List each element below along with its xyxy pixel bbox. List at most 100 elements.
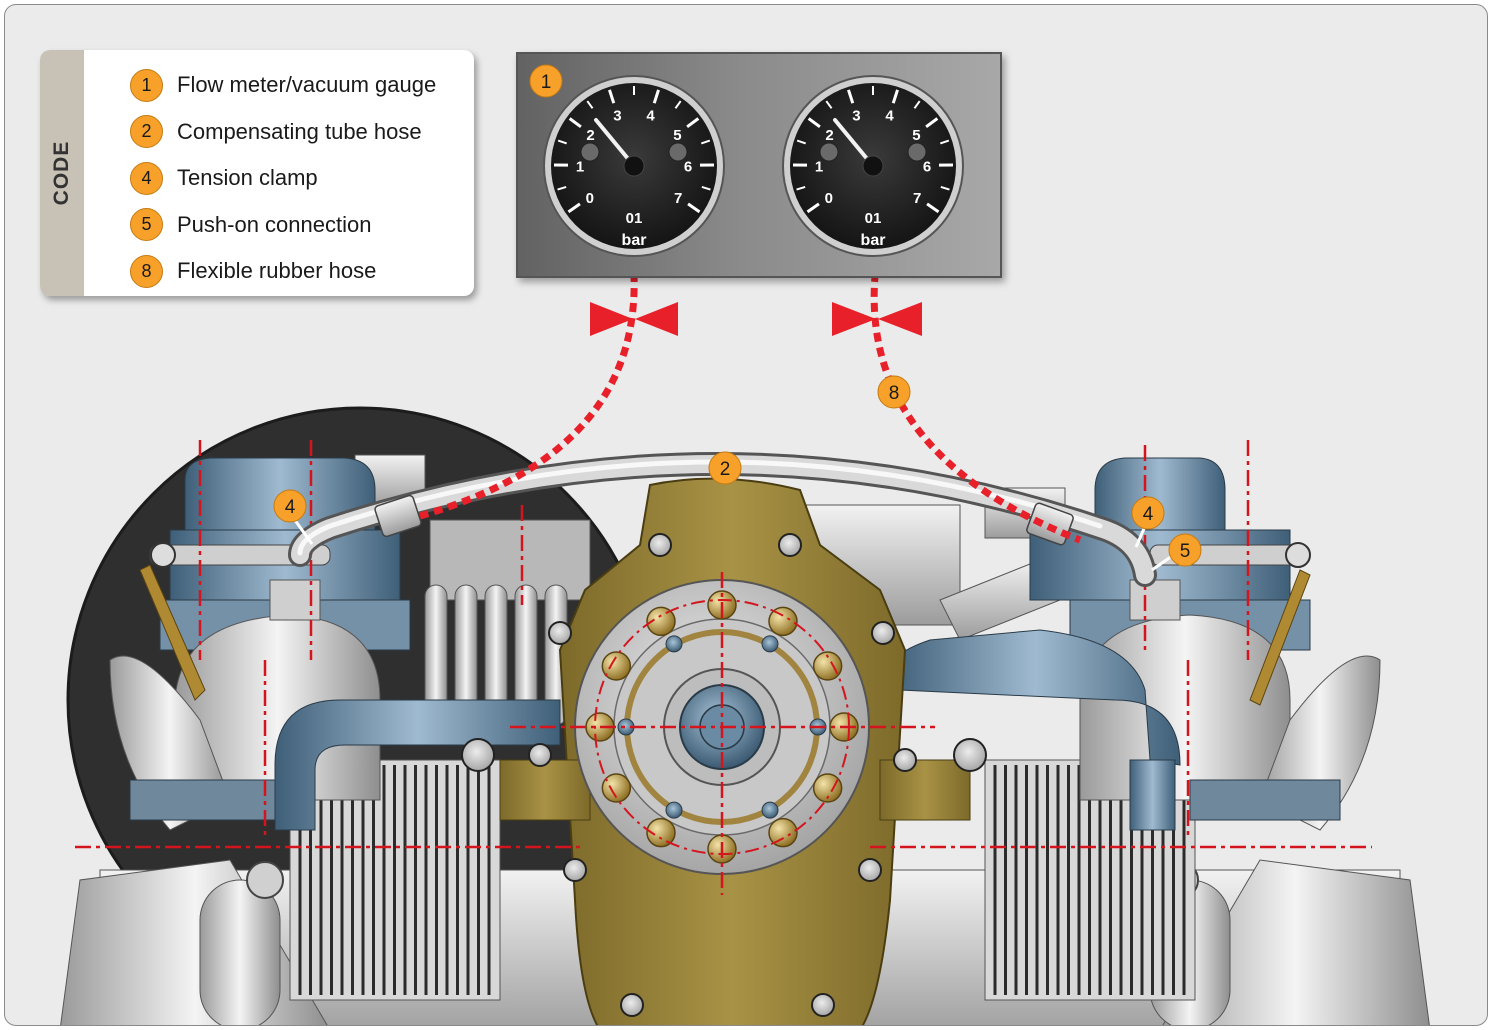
flange-stud bbox=[761, 801, 779, 819]
gauge-tick bbox=[940, 185, 950, 191]
callout-gauge-panel: 1 bbox=[529, 64, 563, 98]
gauge-scale-label: 1 bbox=[815, 158, 823, 175]
legend-list: 1 Flow meter/vacuum gauge 2 Compensating… bbox=[130, 62, 436, 295]
gauge-tick bbox=[568, 117, 582, 129]
gauge-tick bbox=[701, 185, 711, 191]
legend-item: 5 Push-on connection bbox=[130, 202, 436, 249]
left-exhaust-pipe bbox=[274, 699, 561, 831]
callout-clamp-left-label: 4 bbox=[285, 497, 296, 518]
gauge-tick bbox=[557, 139, 568, 145]
gauge-tick bbox=[687, 202, 701, 214]
legend-label: Tension clamp bbox=[177, 165, 318, 191]
gauge-tick bbox=[674, 100, 682, 109]
gauge-scale-label: 3 bbox=[852, 108, 860, 125]
gauge-tick bbox=[796, 139, 807, 145]
legend-item: 2 Compensating tube hose bbox=[130, 109, 436, 156]
gauge-tick bbox=[925, 117, 939, 129]
shutoff-valve-markers bbox=[590, 302, 922, 336]
legend-code-badge: 5 bbox=[130, 208, 163, 242]
gauge-screw bbox=[907, 142, 927, 162]
gauge-tick bbox=[806, 202, 820, 214]
gauge-scale-label: 6 bbox=[923, 158, 931, 175]
gauge-tick bbox=[807, 117, 821, 129]
left-cylinder-assembly bbox=[109, 457, 411, 831]
gauge-tick bbox=[847, 89, 855, 104]
flange-bolt bbox=[646, 606, 676, 637]
gauge-screw bbox=[668, 142, 688, 162]
callout-rubber-hose: 8 bbox=[877, 375, 911, 409]
gauge-scale-label: 2 bbox=[586, 127, 594, 144]
flange-bolt bbox=[812, 651, 843, 681]
callout-rubber-hose-label: 8 bbox=[889, 383, 900, 404]
gauge-range-label: 01 bbox=[626, 210, 643, 227]
gauge-scale-label: 5 bbox=[912, 127, 920, 144]
flexible-rubber-hose bbox=[419, 257, 1082, 544]
callout-clamp-left: 4 bbox=[273, 489, 314, 545]
callout-gauge-panel-label: 1 bbox=[541, 72, 552, 93]
gauge-unit: bar bbox=[861, 232, 886, 249]
legend-label: Flexible rubber hose bbox=[177, 258, 377, 284]
right-cylinder-assembly bbox=[1029, 457, 1381, 831]
legend-label: Push-on connection bbox=[177, 211, 372, 237]
gauge-tick bbox=[825, 100, 833, 109]
right-exhaust-pipe bbox=[889, 629, 1181, 831]
gauge-tick bbox=[700, 139, 711, 145]
gauge-pivot bbox=[623, 155, 645, 177]
gauge-tick bbox=[926, 202, 940, 214]
legend-code-badge: 2 bbox=[130, 115, 163, 149]
gauge-tick bbox=[557, 185, 567, 191]
legend-label: Flow meter/vacuum gauge bbox=[177, 72, 437, 98]
gauge-tick bbox=[939, 139, 950, 145]
legend-item: 8 Flexible rubber hose bbox=[130, 248, 436, 295]
gauge-scale-label: 5 bbox=[673, 127, 681, 144]
gauge-tick bbox=[686, 117, 700, 129]
gauge-scale-label: 4 bbox=[646, 108, 655, 125]
callout-hose-top-label: 2 bbox=[720, 459, 731, 480]
gauge-scale-label: 4 bbox=[885, 108, 894, 125]
gauge-tick bbox=[567, 202, 581, 214]
legend-code-badge: 4 bbox=[130, 161, 163, 195]
gauge-tick bbox=[608, 89, 616, 104]
centerlines bbox=[75, 440, 1372, 895]
gauge-range-label: 01 bbox=[865, 210, 882, 227]
gauge-scale-label: 3 bbox=[613, 108, 621, 125]
gauge-tick bbox=[652, 89, 660, 104]
flange-bolt bbox=[601, 773, 632, 803]
flange-bolt bbox=[768, 606, 798, 637]
callout-hose-top: 2 bbox=[708, 451, 742, 485]
legend-code-badge: 8 bbox=[130, 254, 163, 288]
callout-push-on-label: 5 bbox=[1180, 541, 1191, 562]
gauge-scale-label: 6 bbox=[684, 158, 692, 175]
gauge-screw bbox=[819, 142, 839, 162]
flange-bolt bbox=[601, 651, 632, 681]
code-legend: CODE 1 Flow meter/vacuum gauge 2 Compens… bbox=[40, 50, 474, 296]
legend-tab bbox=[40, 50, 84, 296]
callout-clamp-right: 4 bbox=[1131, 496, 1165, 548]
flange-stud bbox=[761, 635, 779, 653]
flange-bolt bbox=[768, 817, 798, 848]
flange-stud bbox=[665, 635, 683, 653]
gauge-unit: bar bbox=[622, 232, 647, 249]
flange-bolt bbox=[812, 773, 843, 803]
legend-item: 1 Flow meter/vacuum gauge bbox=[130, 62, 436, 109]
gauge-screw bbox=[580, 142, 600, 162]
gauge-scale-label: 7 bbox=[913, 190, 921, 207]
callout-push-on: 5 bbox=[1151, 533, 1202, 572]
gauge-tick bbox=[796, 185, 806, 191]
gauge-tick bbox=[913, 100, 921, 109]
gauge-tick bbox=[586, 100, 594, 109]
gauge-scale-label: 1 bbox=[576, 158, 584, 175]
callout-clamp-right-label: 4 bbox=[1143, 504, 1154, 525]
legend-title: CODE bbox=[50, 140, 73, 206]
gauge-tick bbox=[891, 89, 899, 104]
gauge-pivot bbox=[862, 155, 884, 177]
legend-item: 4 Tension clamp bbox=[130, 155, 436, 202]
gauge-scale-label: 2 bbox=[825, 127, 833, 144]
legend-label: Compensating tube hose bbox=[177, 118, 422, 144]
flange-bolt bbox=[646, 817, 676, 848]
flange-stud bbox=[665, 801, 683, 819]
